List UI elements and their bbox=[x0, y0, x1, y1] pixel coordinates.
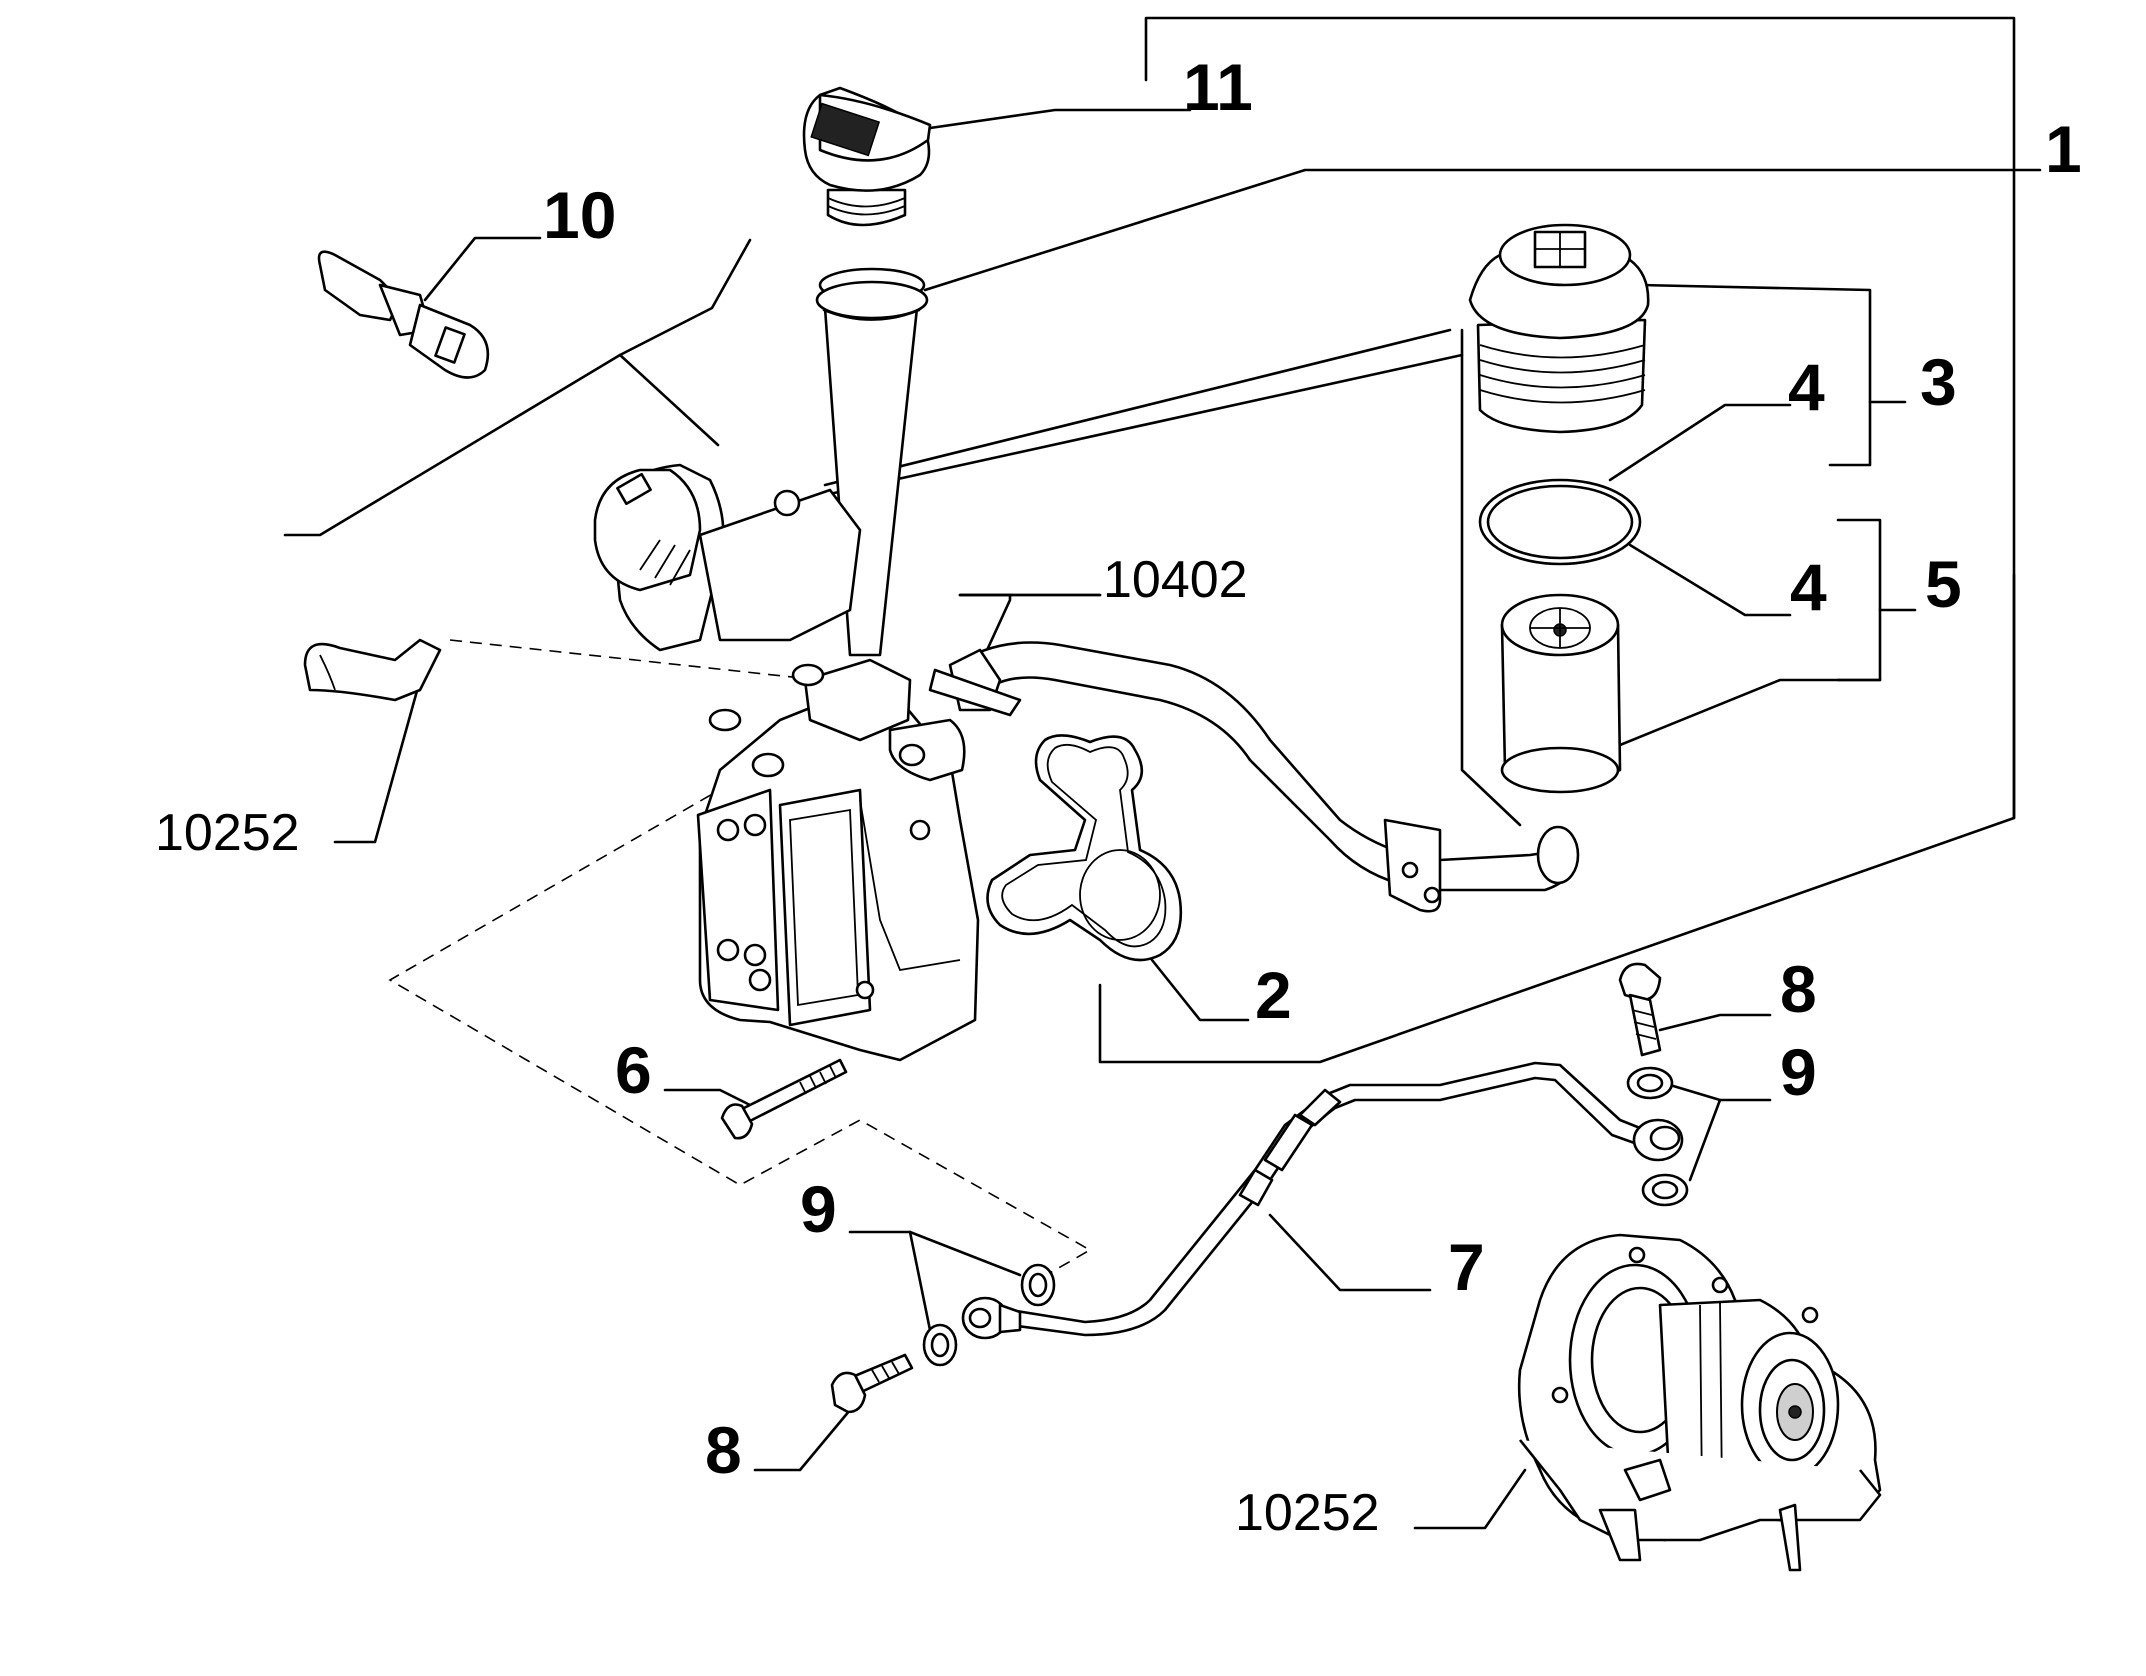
callout-8-right: 8 bbox=[1780, 952, 1817, 1026]
oil-filler-cap bbox=[802, 86, 932, 227]
dashed-guides bbox=[388, 639, 1092, 1291]
ref-10252-bottom: 10252 bbox=[1235, 1484, 1380, 1542]
gasket bbox=[986, 734, 1183, 962]
washer-right-bottom bbox=[1641, 1173, 1689, 1207]
callout-4-top: 4 bbox=[1788, 350, 1825, 424]
washer-left-bottom bbox=[922, 1323, 958, 1367]
assembly-frame bbox=[1098, 16, 2016, 1064]
ref-10402: 10402 bbox=[1103, 551, 1248, 609]
filter-cap bbox=[1468, 223, 1650, 434]
callout-7: 7 bbox=[1448, 1230, 1485, 1304]
callout-5: 5 bbox=[1925, 547, 1962, 621]
ref-10252-top: 10252 bbox=[155, 804, 300, 862]
callout-4-bottom: 4 bbox=[1790, 550, 1827, 624]
banjo-bolt-right bbox=[1618, 962, 1662, 1057]
turbo-feed-pipe bbox=[961, 1061, 1684, 1340]
oil-filter-housing bbox=[593, 267, 980, 1062]
turbocharger bbox=[1517, 1233, 1882, 1572]
washer-right-top bbox=[1626, 1066, 1674, 1100]
callout-10: 10 bbox=[543, 178, 616, 252]
callout-8-left: 8 bbox=[705, 1413, 742, 1487]
filter-element bbox=[1500, 593, 1622, 794]
hose-fragment-top bbox=[303, 638, 442, 702]
callout-11: 11 bbox=[1183, 50, 1253, 124]
washer-left-top bbox=[1020, 1263, 1056, 1307]
vent-pipe bbox=[928, 641, 1580, 913]
callout-2: 2 bbox=[1255, 958, 1292, 1032]
callout-labels: 11 1 10 10402 4 3 4 5 10252 2 8 9 6 9 7 … bbox=[155, 50, 2082, 1542]
callout-1: 1 bbox=[2045, 112, 2082, 186]
callout-6: 6 bbox=[615, 1033, 652, 1107]
long-bolt bbox=[720, 1058, 848, 1140]
banjo-bolt-left bbox=[830, 1353, 914, 1414]
callout-9-right: 9 bbox=[1780, 1035, 1817, 1109]
callout-3: 3 bbox=[1920, 345, 1957, 419]
callout-9-left: 9 bbox=[800, 1172, 837, 1246]
leader-lines bbox=[283, 108, 2042, 1530]
o-ring bbox=[1478, 478, 1642, 566]
oil-pressure-sensor bbox=[317, 250, 490, 379]
